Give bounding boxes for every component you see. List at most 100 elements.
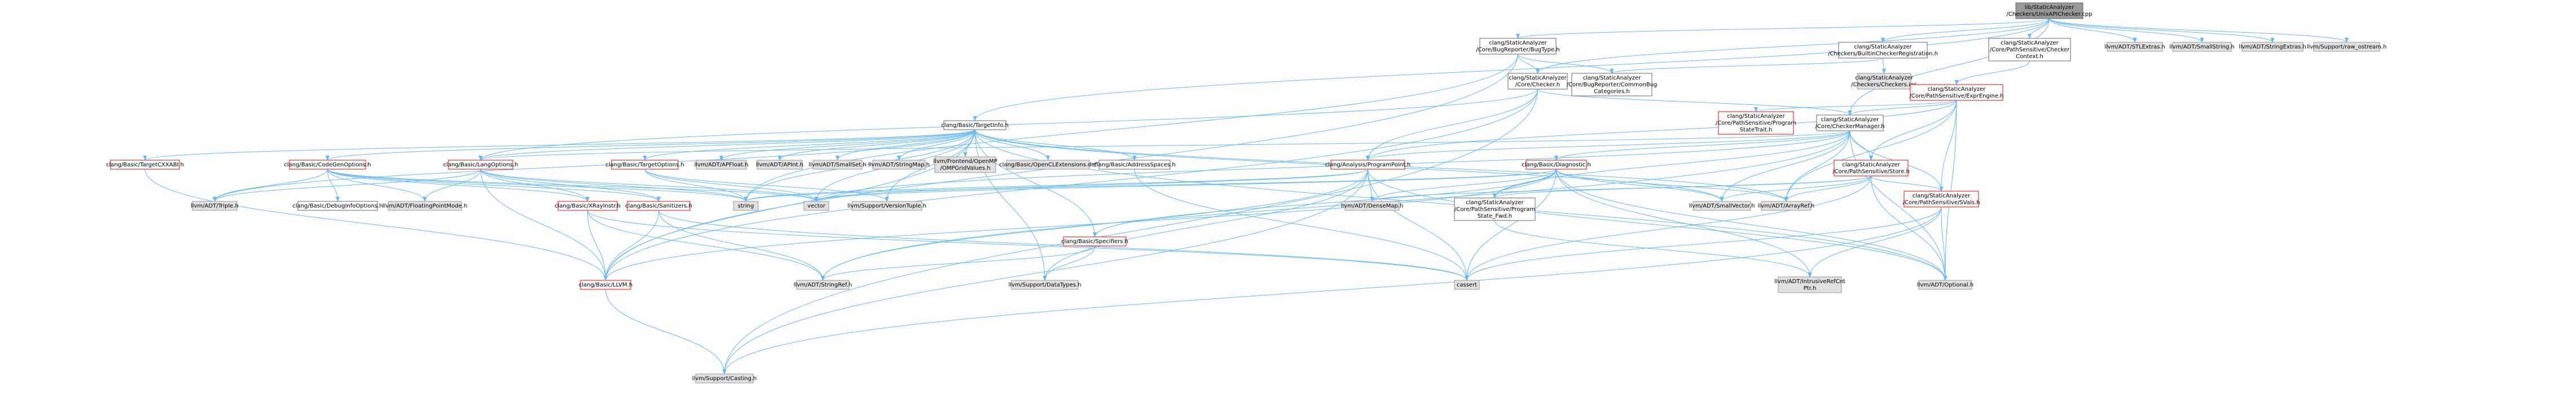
graph-node-densemap[interactable]: llvm/ADT/DenseMap.h [1341,201,1404,211]
edge-targetinfo-to-targetopts [643,129,975,161]
edge-diagnostic-to-llvmh [604,169,1557,281]
graph-node-debuginfo[interactable]: clang/Basic/DebugInfoOptions.h [292,201,383,211]
edge-targetcxxabi-to-llvmh [144,169,608,281]
graph-node-codegenopts[interactable]: clang/Basic/CodeGenOptions.h [284,160,371,170]
node-label: StateTrait.h [1740,127,1773,133]
node-box [812,160,863,170]
graph-node-llvmh[interactable]: clang/Basic/LLVM.h [579,280,632,290]
graph-node-langopts[interactable]: clang/Basic/LangOptions.h [443,160,518,170]
node-box [803,201,829,211]
graph-node-smallstring[interactable]: llvm/ADT/SmallString.h [2169,42,2235,52]
edge-diagnostic-to-densemap [1370,169,1557,202]
node-box [1904,191,1979,208]
node-box [580,280,631,290]
graph-node-programpoint[interactable]: clang/Analysis/ProgramPoint.h [1325,160,1411,170]
edge-diagnostic-to-optional [1556,169,1948,281]
graph-node-rawostream[interactable]: llvm/Support/raw_ostream.h [2307,42,2387,52]
node-label: clang/StaticAnalyzer [1727,113,1785,120]
graph-node-bugtype[interactable]: clang/StaticAnalyzer/Core/BugReporter/Bu… [1476,38,1560,55]
graph-node-checkersinc[interactable]: clang/StaticAnalyzer/Checkers/Checkers.i… [1851,73,1917,90]
graph-node-optional[interactable]: llvm/ADT/Optional.h [1917,280,1973,290]
graph-node-pstatetrait[interactable]: clang/StaticAnalyzer/Core/PathSensitive/… [1716,111,1796,135]
node-box [757,160,803,170]
node-box [1718,111,1794,135]
graph-node-targetcxxabi[interactable]: clang/Basic/TargetCXXABI.h [106,160,184,170]
edge-diagnostic-to-specifiers [1093,169,1557,237]
graph-node-datatypes[interactable]: llvm/Support/DataTypes.h [1008,280,1082,290]
graph-node-bicr[interactable]: clang/StaticAnalyzer/Checkers/BuiltinChe… [1828,42,1938,59]
graph-node-casting[interactable]: llvm/Support/Casting.h [692,373,757,384]
edge-xray-to-stringref [587,210,825,281]
graph-node-smallset[interactable]: llvm/ADT/SmallSet.h [808,160,867,170]
node-label: llvm/ADT/DenseMap.h [1341,203,1404,209]
graph-node-xray[interactable]: clang/Basic/XRayInstr.h [555,201,621,211]
edge-langopts-to-vector [480,169,819,202]
edge-diagnostic-to-smallvector [1556,169,1724,202]
graph-node-stringmap[interactable]: llvm/ADT/StringMap.h [868,160,930,170]
edge-bugtype-to-string [744,54,1518,202]
graph-node-stringextras[interactable]: llvm/ADT/StringExtras.h [2239,42,2306,52]
graph-node-checker[interactable]: clang/StaticAnalyzer/Core/Checker.h [1507,73,1568,90]
graph-node-smallvector[interactable]: llvm/ADT/SmallVector.h [1689,201,1755,211]
graph-node-fpmode[interactable]: llvm/ADT/FloatingPointMode.h [383,201,467,211]
edge-root-to-checker [1536,18,2050,74]
edge-langopts-to-triple [213,169,481,202]
edge-checker-to-programpoint [1366,89,1538,161]
graph-node-diagnostic[interactable]: clang/Basic/Diagnostic.h [1522,160,1591,170]
graph-node-specifiers[interactable]: clang/Basic/Specifiers.h [1061,236,1128,246]
node-box [1330,160,1405,170]
graph-node-commonbugcat[interactable]: clang/StaticAnalyzer/Core/BugReporter/Co… [1567,73,1658,96]
node-label: Ptr.h [1804,285,1817,292]
graph-node-targetopts[interactable]: clang/Basic/TargetOptions.h [605,160,684,170]
edge-checkermgr-to-arrayref [1784,130,1850,202]
node-box [297,201,378,211]
graph-node-stringref[interactable]: llvm/ADT/StringRef.h [794,280,852,290]
node-label: /Core/BugReporter/CommonBug [1567,82,1658,88]
node-box [557,201,618,211]
graph-node-pstatefwd[interactable]: clang/StaticAnalyzer/Core/PathSensitive/… [1454,197,1536,221]
graph-node-apint[interactable]: llvm/ADT/APInt.h [756,160,803,170]
graph-node-cassert[interactable]: cassert [1454,280,1480,290]
edge-diagnostic-to-pstatefwd [1493,169,1557,199]
edge-root-to-smallstring [2049,18,2204,43]
edge-checkermgr-to-store [1849,130,1873,161]
graph-node-svals[interactable]: clang/StaticAnalyzer/Core/PathSensitive/… [1903,191,1980,208]
graph-node-triple[interactable]: llvm/ADT/Triple.h [191,201,239,211]
edge-targetinfo-to-datatypes [974,129,1047,281]
edge-codegenopts-to-debuginfo [327,169,340,202]
edge-diagnostic-to-string [744,169,1557,202]
graph-node-checkermgr[interactable]: clang/StaticAnalyzer/Core/CheckerManager… [1815,114,1885,131]
edge-store-to-svals [1871,175,1944,192]
node-label: llvm/ADT/APFloat.h [694,162,749,168]
graph-node-exprengine[interactable]: clang/StaticAnalyzer/Core/PathSensitive/… [1909,84,2004,101]
node-label: /Core/PathSensitive/Program [1454,206,1535,213]
node-label: llvm/ADT/FloatingPointMode.h [383,203,467,209]
graph-node-versiontuple[interactable]: llvm/Support/VersionTuple.h [847,201,926,211]
edge-checkermgr-to-langopts [479,130,1850,161]
graph-node-apfloat[interactable]: llvm/ADT/APFloat.h [694,160,749,170]
graph-node-sanitizers[interactable]: clang/Basic/Sanitizers.h [625,201,692,211]
node-label: clang/Basic/LLVM.h [579,282,632,288]
node-label: clang/Basic/Diagnostic.h [1522,162,1591,168]
node-label: /Core/PathSensitive/Checker [1990,47,2070,53]
graph-node-addrspaces[interactable]: clang/Basic/AddressSpaces.h [1093,160,1176,170]
graph-node-openmp[interactable]: llvm/Frontend/OpenMP/OMPGridValues.h [933,156,997,173]
graph-node-targetinfo[interactable]: clang/Basic/TargetInfo.h [941,120,1009,130]
node-label: Context.h [2016,54,2043,60]
edge-codegenopts-to-sanitizers [327,169,661,202]
graph-node-root[interactable]: lib/StaticAnalyzer/Checkers/UnixAPICheck… [2007,2,2093,19]
edge-svals-to-cassert [1465,206,1942,281]
edge-bicr-to-checkersinc [1882,58,1886,74]
edge-bugtype-to-commonbugcat [1518,54,1614,74]
graph-node-vector[interactable]: vector [803,201,829,211]
node-label: lib/StaticAnalyzer [2025,5,2074,11]
graph-node-store[interactable]: clang/StaticAnalyzer/Core/PathSensitive/… [1832,160,1910,177]
graph-node-openclext[interactable]: clang/Basic/OpenCLExtensions.def [999,160,1097,170]
edge-langopts-to-string [480,169,748,202]
graph-node-string[interactable]: string [733,201,759,211]
graph-node-arrayref[interactable]: llvm/ADT/ArrayRef.h [1758,201,1815,211]
node-box [627,201,691,211]
graph-node-checkerctx[interactable]: clang/StaticAnalyzer/Core/PathSensitive/… [1988,38,2071,61]
graph-node-stlextras[interactable]: llvm/ADT/STLExtras.h [2104,42,2165,52]
